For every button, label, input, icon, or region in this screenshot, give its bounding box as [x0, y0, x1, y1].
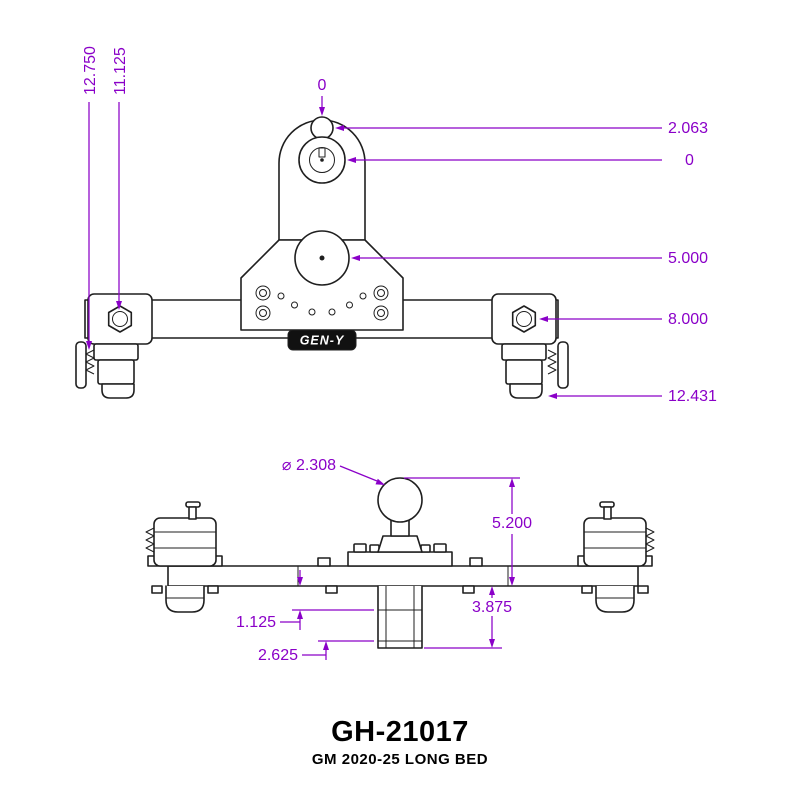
part-subtitle: GM 2020-25 LONG BED — [312, 751, 488, 768]
dim-pin-top: 2.063 — [335, 120, 708, 137]
dim-top-datum: 0 — [318, 77, 327, 116]
dim-label: 12.431 — [668, 388, 717, 405]
brand-logo-text: GEN-Y — [300, 334, 345, 348]
left-clamp-side — [145, 501, 223, 613]
pivot-plate — [240, 230, 404, 331]
dim-drop-depth: 3.875 — [424, 586, 512, 649]
dim-shank-offset: 2.625 — [258, 640, 374, 664]
part-number: GH-21017 — [331, 716, 469, 748]
dim-label: 5.000 — [668, 250, 708, 267]
latch-spring — [85, 349, 95, 375]
right-clamp-side — [577, 501, 655, 613]
dim-pin-center: 0 — [347, 152, 694, 169]
nut — [581, 585, 593, 594]
dim-label: 0 — [685, 152, 694, 169]
dim-label: 5.200 — [492, 515, 532, 532]
ball-assembly — [317, 477, 483, 594]
title-block: GH-21017 GM 2020-25 LONG BED — [312, 716, 488, 768]
latch-spring — [547, 349, 557, 375]
hitch-ball — [377, 477, 423, 523]
bolt-head — [469, 557, 483, 567]
latch-pin — [603, 506, 612, 520]
bolt-head — [317, 557, 331, 567]
latch-lever — [75, 341, 87, 389]
dim-label: 11.125 — [112, 47, 129, 95]
latch-spring — [645, 527, 655, 553]
brand-banner: GEN-Y — [287, 329, 357, 351]
bolt-head — [433, 543, 447, 553]
side-view-dimensions: ⌀ 2.308 5.200 3.875 — [236, 457, 532, 664]
nut — [207, 585, 219, 594]
ball-flange — [377, 535, 423, 553]
dim-ball-diameter: ⌀ 2.308 — [282, 457, 385, 485]
cross-bar-side — [167, 565, 639, 587]
hex-bolt — [107, 305, 133, 333]
shank — [377, 585, 423, 649]
latch-knob — [310, 116, 334, 140]
dim-ball-height: 5.200 — [404, 477, 532, 586]
nut — [151, 585, 163, 594]
nut — [462, 585, 475, 594]
dim-label: 2.063 — [668, 120, 708, 137]
dim-clamp-bottom: 12.431 — [548, 388, 717, 405]
base-plate — [347, 551, 453, 567]
latch-pin — [188, 506, 197, 520]
nut — [637, 585, 649, 594]
dim-label: 12.750 — [82, 46, 99, 95]
dim-label: 1.125 — [236, 614, 276, 631]
latch-spring — [145, 527, 155, 553]
hex-bolt — [511, 305, 537, 333]
front-view-dimensions: 12.750 11.125 0 2.063 0 — [82, 46, 717, 405]
dim-label: 0 — [318, 77, 327, 94]
latch-lever — [557, 341, 569, 389]
dim-pivot-center: 5.000 — [351, 250, 708, 267]
dim-left-inner: 11.125 — [112, 47, 129, 310]
left-mount — [75, 293, 153, 399]
dim-label: 8.000 — [668, 311, 708, 328]
bolt-head — [353, 543, 367, 553]
dim-label: 2.625 — [258, 647, 298, 664]
front-view: GEN-Y 12.750 11.125 0 2.063 — [75, 46, 717, 405]
side-view: ⌀ 2.308 5.200 3.875 — [145, 457, 655, 664]
nut — [325, 585, 338, 594]
hitch-head — [278, 116, 366, 241]
dim-bolt-center: 8.000 — [539, 311, 708, 328]
dim-label: 3.875 — [472, 599, 512, 616]
dim-left-outer: 12.750 — [82, 46, 99, 350]
dim-step-offset: 1.125 — [236, 570, 374, 631]
dim-label: ⌀ 2.308 — [282, 457, 336, 474]
